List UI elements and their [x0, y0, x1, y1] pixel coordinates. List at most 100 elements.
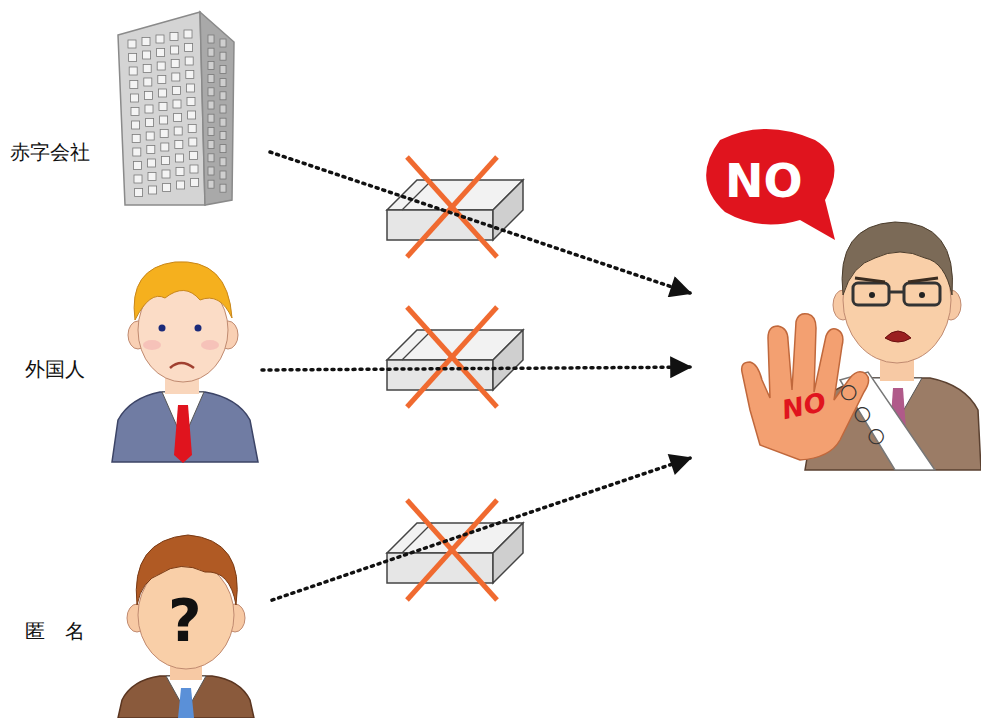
window — [149, 186, 157, 194]
building-side — [200, 12, 234, 205]
window — [220, 65, 226, 73]
bubble-text: NO — [725, 158, 803, 204]
window — [175, 141, 183, 149]
window — [130, 81, 138, 89]
window — [171, 60, 179, 68]
window — [162, 170, 170, 178]
parcel-side — [493, 330, 523, 390]
suit — [112, 392, 258, 462]
glasses-bridge — [889, 291, 904, 294]
cross-mark — [407, 307, 497, 407]
hair — [134, 262, 232, 320]
window — [143, 65, 151, 73]
window — [220, 52, 226, 60]
window — [208, 167, 214, 175]
eye — [195, 325, 202, 332]
window — [160, 116, 168, 124]
politician: NO○○○ — [690, 215, 981, 475]
mouth — [885, 331, 911, 342]
window — [208, 114, 214, 122]
window — [208, 75, 214, 83]
dotted-arrow — [272, 458, 690, 600]
parcel-tape — [402, 180, 432, 210]
window — [174, 114, 182, 122]
glasses — [904, 283, 940, 305]
window — [189, 152, 197, 160]
window — [129, 54, 137, 62]
window — [188, 125, 196, 133]
eye — [159, 325, 166, 332]
window — [191, 179, 199, 187]
node-label: 赤字会社 — [10, 142, 90, 162]
suit — [118, 676, 254, 718]
cheek — [143, 340, 161, 350]
window — [220, 92, 226, 100]
window — [146, 119, 154, 127]
tie — [174, 405, 192, 463]
window — [220, 171, 226, 179]
tie — [178, 688, 194, 718]
window — [176, 168, 184, 176]
window — [208, 61, 214, 69]
eye — [869, 292, 875, 298]
window — [171, 46, 179, 54]
window — [132, 121, 140, 129]
window — [144, 78, 152, 86]
sash-text: ○○○ — [833, 376, 891, 453]
anonymous-donor: 匿 名 — [20, 525, 272, 718]
window — [161, 157, 169, 165]
foreign-donor: 外国人 — [20, 265, 262, 465]
window — [147, 159, 155, 167]
window — [220, 158, 226, 166]
window — [220, 131, 226, 139]
window — [133, 162, 141, 170]
window — [185, 57, 193, 65]
window — [158, 76, 166, 84]
eye — [919, 292, 925, 298]
parcels — [387, 157, 523, 600]
window — [220, 184, 226, 192]
window — [132, 135, 140, 143]
window — [134, 175, 142, 183]
window — [146, 132, 154, 140]
window — [159, 103, 167, 111]
window — [173, 100, 181, 108]
window — [190, 165, 198, 173]
window — [156, 35, 164, 43]
window — [148, 173, 156, 181]
cross-mark — [407, 157, 497, 257]
window — [220, 79, 226, 87]
window — [220, 145, 226, 153]
window — [188, 111, 196, 119]
window — [208, 101, 214, 109]
speech-bubble: NO — [695, 132, 835, 232]
window — [143, 51, 151, 59]
dotted-arrow — [262, 367, 690, 370]
node-label: 外国人 — [25, 359, 85, 379]
window — [186, 84, 194, 92]
glasses — [853, 283, 889, 305]
window — [208, 154, 214, 162]
window — [208, 35, 214, 43]
window — [160, 130, 168, 138]
cross-mark — [407, 307, 497, 407]
window — [174, 127, 182, 135]
window — [208, 88, 214, 96]
parcel — [387, 157, 523, 257]
parcel-side — [493, 523, 523, 583]
window — [158, 89, 166, 97]
window — [157, 62, 165, 70]
window — [133, 148, 141, 156]
parcel-tape — [402, 330, 432, 360]
window — [189, 138, 197, 146]
window — [157, 49, 165, 57]
window — [175, 154, 183, 162]
window — [170, 33, 178, 41]
window — [128, 40, 136, 48]
mouth — [170, 363, 194, 368]
window — [220, 118, 226, 126]
dotted-arrow — [270, 152, 690, 293]
cross-mark — [407, 157, 497, 257]
window — [172, 87, 180, 95]
